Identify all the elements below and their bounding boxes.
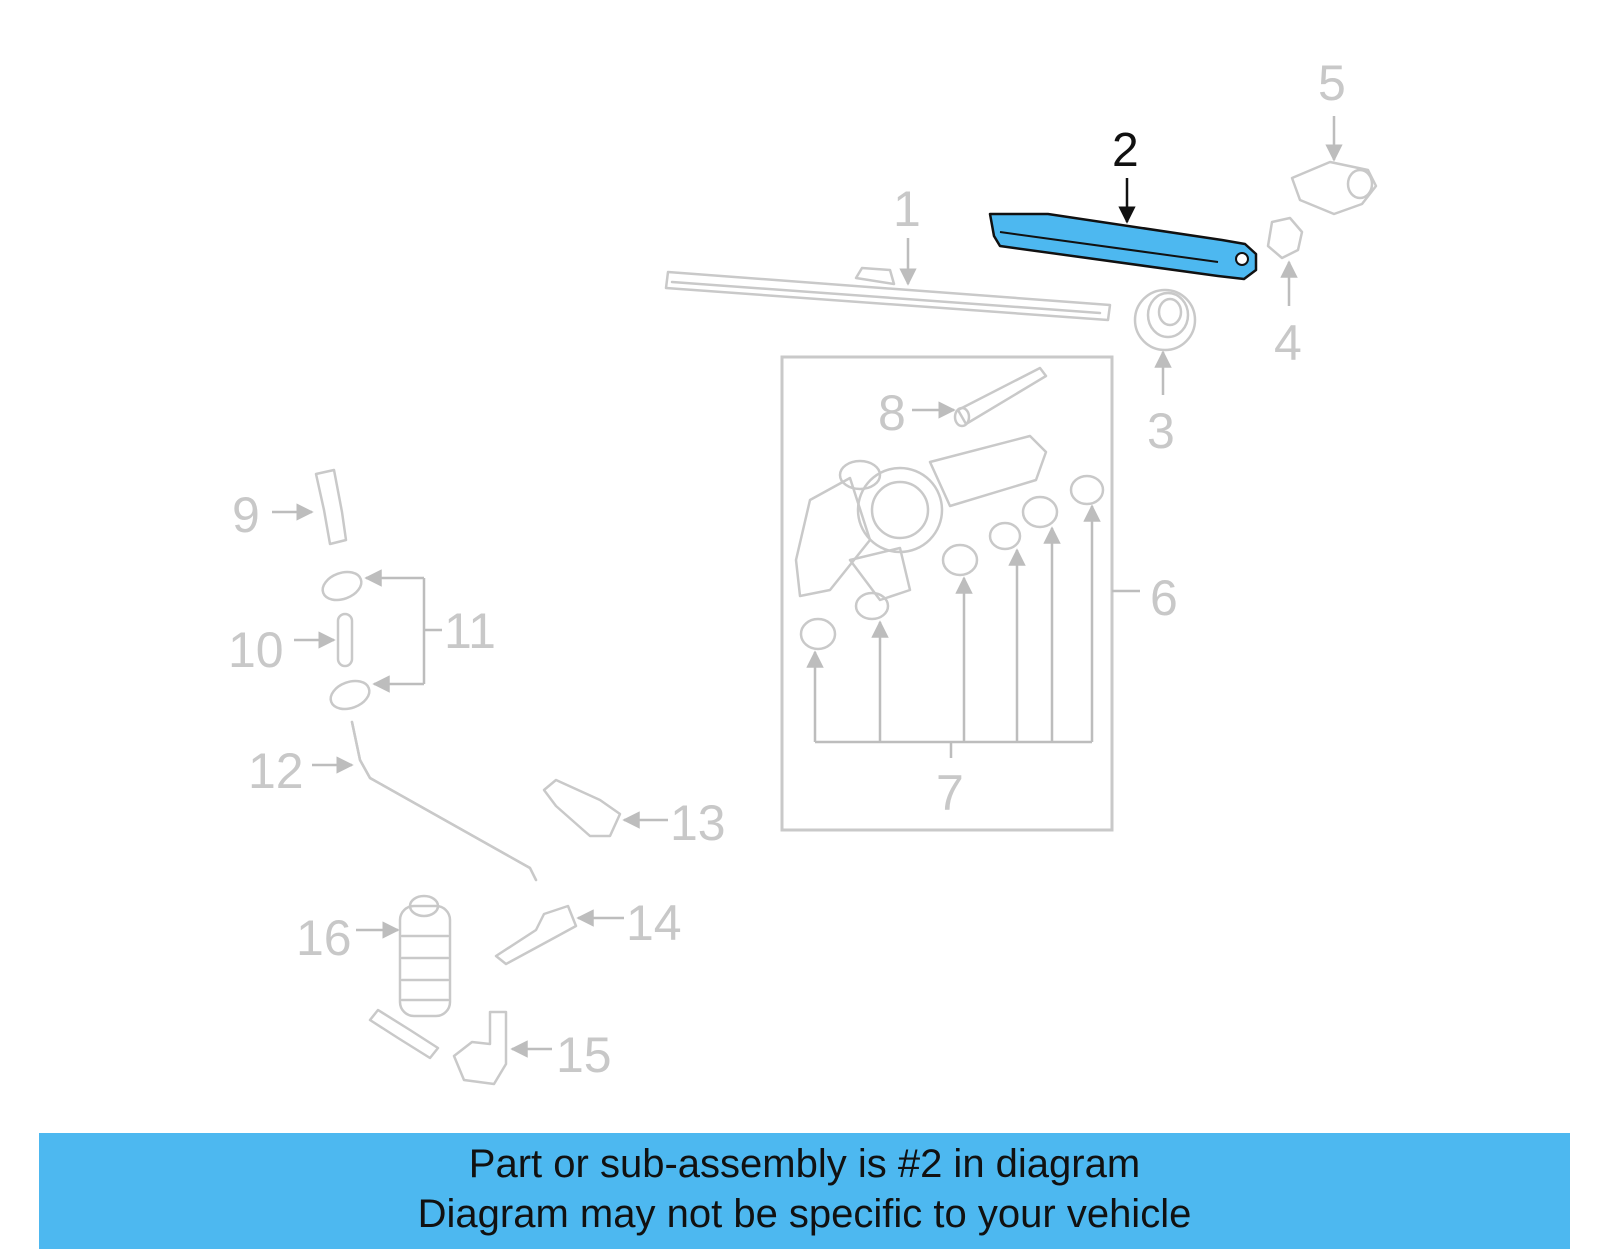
- info-banner: Part or sub-assembly is #2 in diagram Di…: [39, 1133, 1570, 1249]
- wiper-arm-part: [988, 212, 1258, 281]
- parts-diagram: 1 2 3 4 5 6 8: [228, 55, 1378, 1086]
- bushings-part: [799, 474, 1105, 651]
- callout-11: 11: [444, 603, 496, 659]
- callout-11-leaders: [364, 569, 442, 693]
- callout-7: 7: [936, 765, 964, 821]
- callout-12: 12: [248, 743, 304, 799]
- clamp-part: [321, 570, 371, 711]
- callout-16: 16: [296, 910, 352, 966]
- callout-7-leaders: [806, 504, 1101, 758]
- elbow-part: [452, 1010, 508, 1086]
- motor-assembly-box: [780, 355, 1114, 832]
- connector-part: [314, 468, 348, 546]
- callout-14: 14: [626, 895, 682, 951]
- check-valve-part: [494, 904, 578, 966]
- callout-6: 6: [1150, 570, 1178, 626]
- shaft-part: [953, 366, 1048, 428]
- callout-8: 8: [878, 385, 906, 441]
- wiper-arm-highlight: [988, 212, 1258, 281]
- wiper-blade-part: [664, 266, 1112, 322]
- washer-hose-part: [350, 720, 538, 882]
- nut-part: [1266, 216, 1304, 260]
- callout-9: 9: [232, 487, 260, 543]
- cap-part: [1290, 160, 1378, 216]
- callout-5: 5: [1318, 55, 1346, 111]
- nozzle-part: [542, 778, 622, 838]
- banner-line-2: Diagram may not be specific to your vehi…: [417, 1192, 1192, 1236]
- callout-4: 4: [1274, 315, 1302, 371]
- washer-pump-part: [368, 894, 452, 1060]
- callout-2: 2: [1112, 124, 1139, 177]
- hose-part: [336, 612, 354, 668]
- callout-15: 15: [556, 1027, 612, 1083]
- callout-13: 13: [670, 795, 726, 851]
- callout-10: 10: [228, 622, 284, 678]
- callout-1: 1: [893, 181, 921, 237]
- banner-line-1: Part or sub-assembly is #2 in diagram: [468, 1142, 1141, 1186]
- callout-3: 3: [1147, 403, 1175, 459]
- wiper-motor-part: [794, 434, 1048, 602]
- grommet-part: [1133, 288, 1197, 352]
